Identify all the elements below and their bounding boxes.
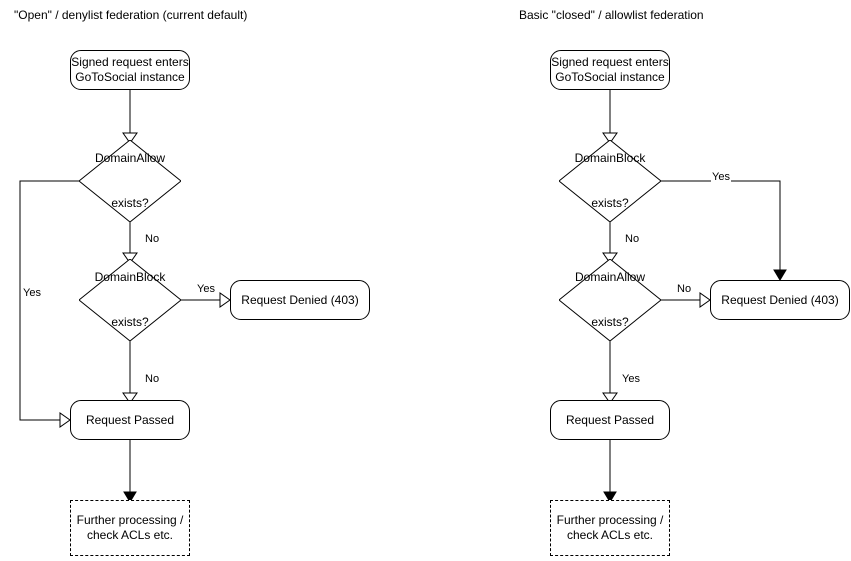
right-column-title: Basic "closed" / allowlist federation — [519, 8, 704, 22]
arrowhead-left-allow-yes — [59, 412, 71, 428]
left-request-denied-node: Request Denied (403) — [230, 280, 370, 320]
arrowhead-right-block-no — [602, 252, 618, 264]
left-decision2-line2: exists? — [111, 315, 149, 329]
left-further-processing-node: Further processing / check ACLs etc. — [70, 500, 190, 556]
right-start-line2: GoToSocial instance — [555, 70, 665, 84]
left-decision1-line2: exists? — [111, 196, 149, 210]
right-diamond-shape-2 — [559, 259, 661, 341]
left-request-passed-label: Request Passed — [85, 412, 175, 427]
edge-right-block-yes — [661, 180, 781, 272]
arrowhead-right-allow-no — [699, 292, 711, 308]
left-request-denied-label: Request Denied (403) — [241, 292, 359, 307]
left-decision-domainblock: DomainBlock exists? — [79, 259, 181, 341]
right-decision2-line2: exists? — [591, 315, 629, 329]
right-request-passed-node: Request Passed — [550, 400, 670, 440]
arrowhead-left-block-yes — [219, 292, 231, 308]
left-decision1-line1: DomainAllow — [94, 151, 166, 165]
right-request-passed-label: Request Passed — [565, 412, 655, 427]
arrowhead-right-allow-yes — [602, 392, 618, 404]
right-further-line1: Further processing / — [556, 513, 664, 527]
arrowhead-left-start-to-allow — [122, 132, 138, 144]
left-diamond-shape-1 — [79, 140, 181, 222]
right-decision-domainallow: DomainAllow exists? — [559, 259, 661, 341]
left-start-line2: GoToSocial instance — [75, 70, 185, 84]
left-decision2-line1: DomainBlock — [94, 270, 166, 284]
right-further-processing-node: Further processing / check ACLs etc. — [550, 500, 670, 556]
right-start-node: Signed request enters GoToSocial instanc… — [550, 50, 670, 90]
left-column-title: "Open" / denylist federation (current de… — [14, 8, 248, 22]
right-label-block-yes: Yes — [711, 171, 731, 184]
right-request-denied-node: Request Denied (403) — [710, 280, 850, 320]
right-label-block-no: No — [624, 233, 641, 246]
left-diamond-shape-2 — [79, 259, 181, 341]
right-further-line2: check ACLs etc. — [566, 528, 654, 542]
right-request-denied-label: Request Denied (403) — [721, 292, 839, 307]
left-decision-domainallow: DomainAllow exists? — [79, 140, 181, 222]
right-label-allow-no: No — [676, 283, 693, 296]
arrowhead-left-passed-to-further — [123, 491, 137, 503]
right-decision2-line1: DomainAllow — [574, 270, 646, 284]
left-label-block-no: No — [144, 373, 161, 386]
left-start-line1: Signed request enters — [71, 55, 189, 69]
left-label-block-yes: Yes — [196, 283, 216, 296]
left-label-allow-no: No — [144, 233, 161, 246]
right-decision1-line2: exists? — [591, 196, 629, 210]
edge-left-allow-yes — [19, 180, 79, 421]
arrowhead-right-passed-to-further — [603, 491, 617, 503]
arrowhead-left-allow-no — [122, 252, 138, 264]
left-request-passed-node: Request Passed — [70, 400, 190, 440]
left-label-allow-yes: Yes — [22, 287, 42, 300]
right-label-allow-yes: Yes — [621, 373, 641, 386]
left-further-line1: Further processing / — [76, 513, 184, 527]
left-start-node: Signed request enters GoToSocial instanc… — [70, 50, 190, 90]
right-start-line1: Signed request enters — [551, 55, 669, 69]
arrowhead-right-start-to-block — [602, 132, 618, 144]
left-further-line2: check ACLs etc. — [86, 528, 174, 542]
right-decision-domainblock: DomainBlock exists? — [559, 140, 661, 222]
right-decision1-line1: DomainBlock — [574, 151, 646, 165]
arrowhead-right-block-yes — [773, 269, 787, 281]
right-diamond-shape-1 — [559, 140, 661, 222]
arrowhead-left-block-no — [122, 392, 138, 404]
